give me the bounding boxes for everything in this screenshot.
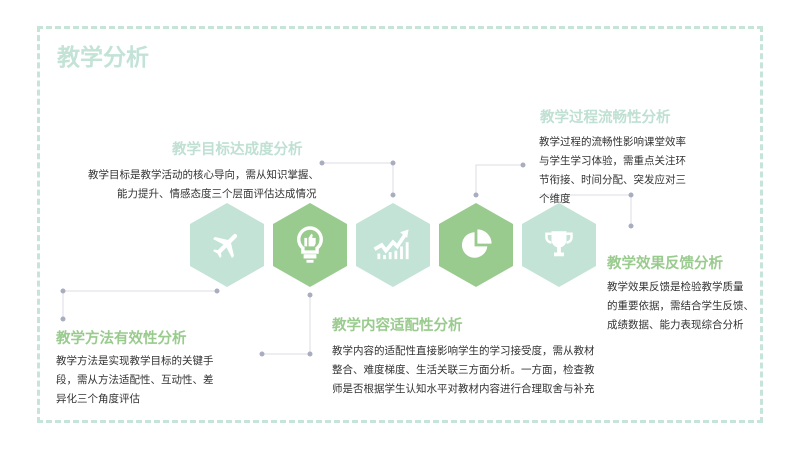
dashed-frame xyxy=(37,26,763,423)
goal-title: 教学目标达成度分析 xyxy=(172,142,303,158)
method-text: 教学方法是实现教学目标的关键手 段，需从方法适配性、互动性、差 异化三个角度评估 xyxy=(56,352,214,409)
text-line: 的重要依据，需结合学生反馈、 xyxy=(607,300,754,312)
text-line: 段，需从方法适配性、互动性、差 xyxy=(56,374,214,386)
text-line: 整合、难度梯度、生活关联三方面分析。一方面，检查教 xyxy=(332,364,595,376)
text-line: 教学内容的适配性直接影响学生的学习接受度，需从教材 xyxy=(332,345,595,357)
hexagon-content xyxy=(356,203,430,287)
text-line: 教学效果反馈是检验教学质量 xyxy=(607,281,744,293)
text-line: 师是否根据学生认知水平对教材内容进行合理取舍与补充 xyxy=(332,383,595,395)
page-title: 教学分析 xyxy=(57,45,149,71)
text-line: 能力提升、情感态度三个层面评估达成情况 xyxy=(117,188,317,200)
content-title: 教学内容适配性分析 xyxy=(332,318,463,334)
text-line: 教学目标是教学活动的核心导向，需从知识掌握、 xyxy=(88,169,319,181)
text-line: 成绩数据、能力表现综合分析 xyxy=(607,319,744,331)
pie-chart-icon xyxy=(461,229,492,258)
effect-title: 教学效果反馈分析 xyxy=(607,256,723,272)
process-title: 教学过程流畅性分析 xyxy=(540,110,671,126)
method-title: 教学方法有效性分析 xyxy=(56,331,187,347)
hexagon-method xyxy=(273,203,347,287)
text-line: 教学过程的流畅性影响课堂效率 xyxy=(539,136,686,148)
text-line: 与学生学习体验，需重点关注环 xyxy=(539,155,686,167)
goal-text: 教学目标是教学活动的核心导向，需从知识掌握、 能力提升、情感态度三个层面评估达成… xyxy=(88,166,319,204)
content-text: 教学内容的适配性直接影响学生的学习接受度，需从教材 整合、难度梯度、生活关联三方… xyxy=(332,342,595,399)
text-line: 异化三个角度评估 xyxy=(56,393,140,405)
effect-text: 教学效果反馈是检验教学质量 的重要依据，需结合学生反馈、 成绩数据、能力表现综合… xyxy=(607,278,754,335)
hexagon-process xyxy=(439,203,513,287)
text-line: 个维度 xyxy=(539,193,571,205)
airplane-icon xyxy=(212,233,238,259)
lightbulb-thumbs-up-icon xyxy=(297,226,323,263)
growth-chart-icon xyxy=(373,229,409,260)
trophy-icon xyxy=(545,231,573,257)
text-line: 教学方法是实现教学目标的关键手 xyxy=(56,355,214,367)
process-text: 教学过程的流畅性影响课堂效率 与学生学习体验，需重点关注环 节衔接、时间分配、突… xyxy=(539,133,686,209)
text-line: 节衔接、时间分配、突发应对三 xyxy=(539,174,686,186)
